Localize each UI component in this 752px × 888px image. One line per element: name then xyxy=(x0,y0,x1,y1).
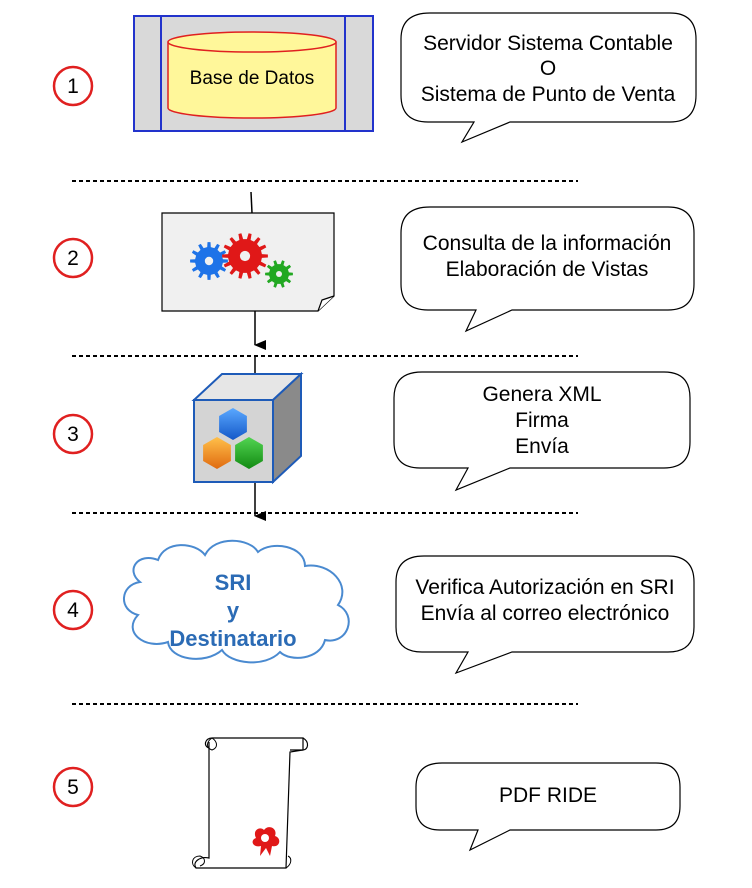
callout-3-line-1: Genera XML xyxy=(482,383,601,406)
red-gear-icon xyxy=(222,233,268,279)
step-circle-2: 2 xyxy=(52,237,94,279)
connector-1-2 xyxy=(250,191,253,214)
callout-4: Verifica Autorización en SRI Envía al co… xyxy=(395,555,695,675)
step-circle-1: 1 xyxy=(52,65,94,107)
callout-4-line-1: Verifica Autorización en SRI xyxy=(415,576,674,599)
callout-1: Servidor Sistema Contable O Sistema de P… xyxy=(400,12,697,144)
callout-3: Genera XML Firma Envía xyxy=(393,371,691,492)
blue-hexagon-icon xyxy=(219,408,247,440)
connectors xyxy=(250,191,266,521)
callout-3-line-2: Firma xyxy=(515,409,569,432)
step-number-circles: 1 2 3 4 5 xyxy=(52,65,94,808)
step-circle-5: 5 xyxy=(52,766,94,808)
blue-gear-icon xyxy=(190,242,228,280)
cloud-label-line-2: y xyxy=(227,598,240,623)
callout-4-line-2: Envía al correo electrónico xyxy=(421,602,670,625)
step-circle-3: 3 xyxy=(52,413,94,455)
cloud-label-line-1: SRI xyxy=(215,570,252,595)
orange-hexagon-icon xyxy=(203,437,231,469)
callout-1-line-2: O xyxy=(540,57,556,80)
seal-icon xyxy=(252,827,280,856)
database-icon: Base de Datos xyxy=(133,15,374,132)
separators xyxy=(72,180,578,705)
callout-5: PDF RIDE xyxy=(415,762,681,852)
green-hexagon-icon xyxy=(235,437,263,469)
scroll-document-icon xyxy=(192,737,309,869)
step-number: 3 xyxy=(67,423,79,446)
callout-2: Consulta de la información Elaboración d… xyxy=(400,206,695,333)
step-number: 1 xyxy=(67,75,79,98)
hexagon-cube-icon xyxy=(191,371,304,485)
callout-2-line-2: Elaboración de Vistas xyxy=(446,258,649,281)
step-number: 2 xyxy=(67,247,79,270)
step-circle-4: 4 xyxy=(52,589,94,631)
cloud-label-line-3: Destinatario xyxy=(169,626,296,651)
green-gear-icon xyxy=(265,260,293,288)
step-number: 5 xyxy=(67,776,79,799)
callout-1-line-3: Sistema de Punto de Venta xyxy=(421,83,676,106)
callout-2-line-1: Consulta de la información xyxy=(423,232,672,255)
database-label: Base de Datos xyxy=(190,68,315,89)
step-number: 4 xyxy=(67,599,79,622)
cloud-icon: SRI y Destinatario xyxy=(123,539,350,664)
callout-3-line-3: Envía xyxy=(515,435,569,458)
callout-5-line-1: PDF RIDE xyxy=(499,784,597,807)
gears-document-icon xyxy=(161,212,335,312)
callout-1-line-1: Servidor Sistema Contable xyxy=(423,32,673,55)
